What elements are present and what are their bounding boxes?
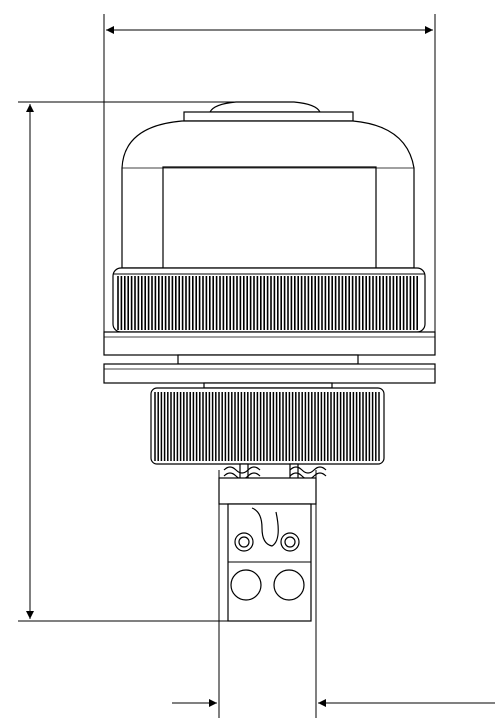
upper-knurled-ring bbox=[112, 267, 426, 333]
upper-knurl-body bbox=[112, 267, 426, 333]
left-pin-break bbox=[223, 466, 261, 474]
panel-plate bbox=[103, 363, 436, 384]
left-terminal-round bbox=[230, 569, 262, 601]
lens-cap bbox=[121, 101, 415, 269]
lower-knurled-nut bbox=[150, 387, 385, 465]
lens-top-button bbox=[209, 101, 321, 113]
right-pin-break bbox=[289, 466, 327, 474]
lens-top-ring bbox=[183, 111, 354, 122]
lower-neck bbox=[203, 382, 333, 389]
mounting-flanges bbox=[103, 331, 436, 389]
right-terminal-round bbox=[273, 569, 305, 601]
right-screw-inner bbox=[284, 536, 296, 548]
terminal-width-dimension bbox=[172, 470, 495, 718]
lower-knurl-pattern bbox=[154, 392, 380, 461]
overall-width-dimension bbox=[103, 14, 436, 332]
left-screw-inner bbox=[238, 536, 250, 548]
lens-inner-window bbox=[162, 166, 377, 269]
flange-neck bbox=[177, 354, 359, 365]
upper-knurl-pattern bbox=[117, 276, 419, 330]
contact-spring bbox=[251, 507, 279, 547]
upper-flange bbox=[103, 331, 436, 356]
contact-block bbox=[218, 463, 327, 622]
terminal-housing bbox=[218, 477, 317, 505]
overall-height-dimension bbox=[18, 101, 250, 622]
